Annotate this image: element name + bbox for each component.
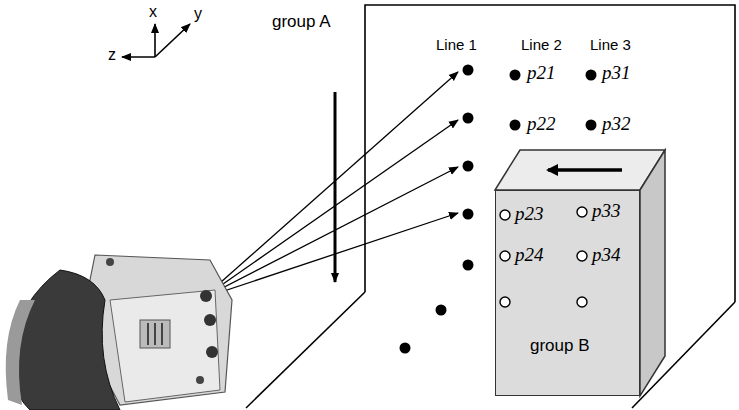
point-label: p31 — [602, 63, 631, 82]
group-label: group B — [530, 337, 590, 354]
line-label: Line 3 — [590, 37, 631, 52]
point-label: p34 — [592, 245, 621, 264]
point-label: p24 — [515, 245, 544, 264]
point-label: p23 — [515, 204, 544, 223]
line-label: Line 2 — [521, 37, 562, 52]
point-label: p21 — [527, 63, 556, 82]
line-label: Line 1 — [436, 37, 477, 52]
box-motion-arrow — [548, 168, 622, 172]
axis-label: y — [194, 6, 202, 22]
box-faces — [495, 150, 665, 396]
laser-scanner — [6, 255, 232, 410]
point-label: p32 — [602, 114, 631, 133]
axis-label: z — [108, 47, 116, 63]
axis-triad — [122, 24, 190, 57]
axis-label: x — [149, 4, 157, 20]
point-label: p22 — [527, 114, 556, 133]
laser-rays — [203, 72, 458, 298]
group-label: group A — [272, 13, 331, 30]
point-label: p33 — [592, 201, 621, 220]
wall-floor — [246, 5, 735, 408]
